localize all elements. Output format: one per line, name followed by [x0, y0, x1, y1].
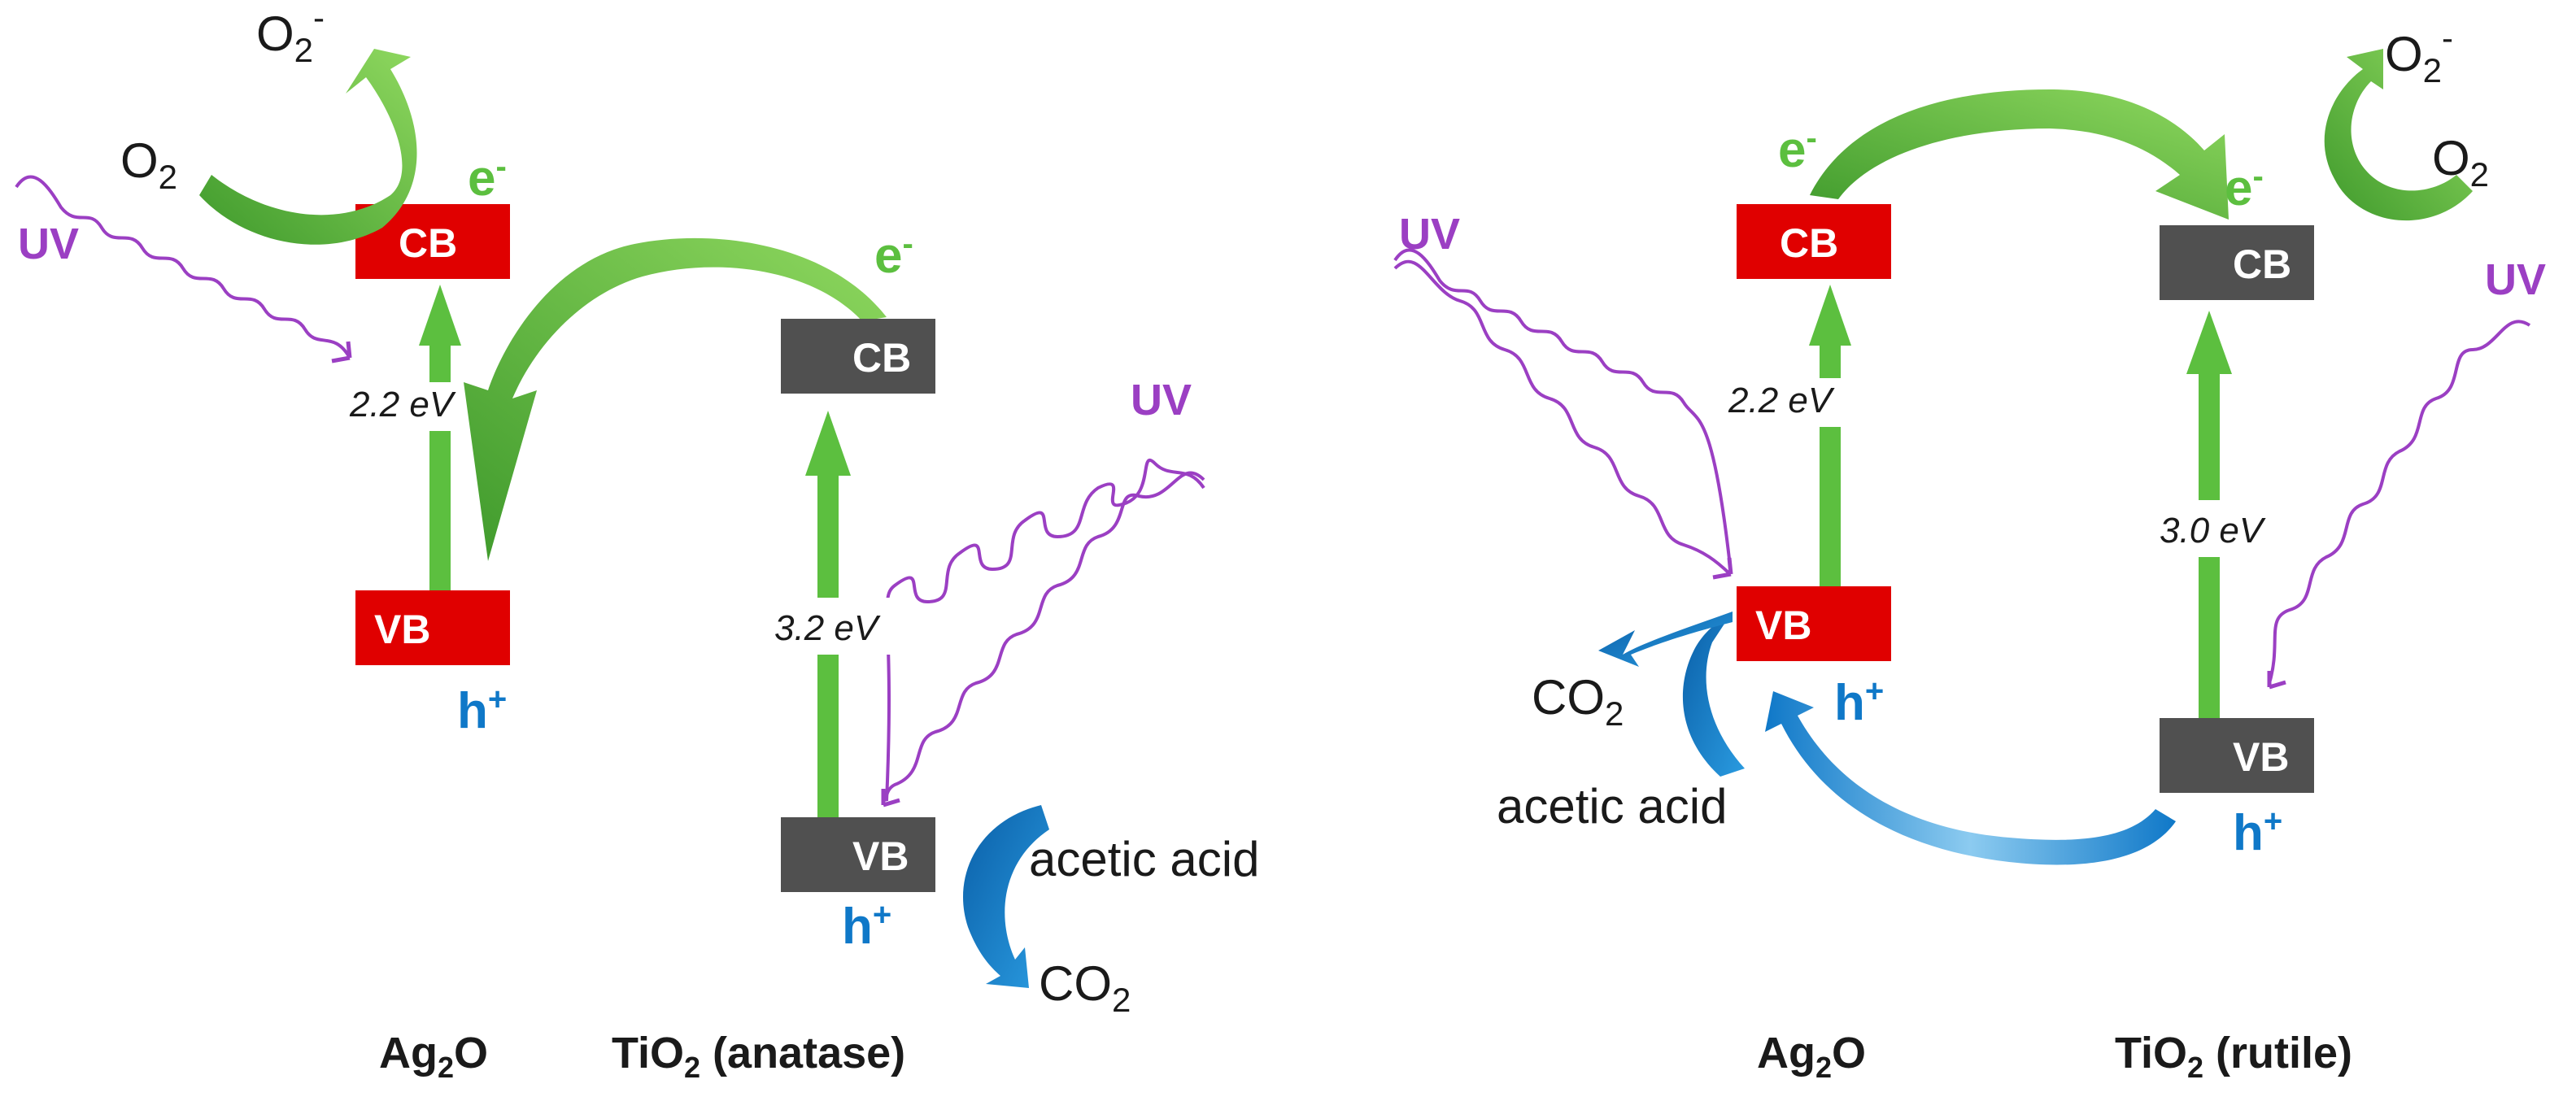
ag2o-hole-label: h+ — [457, 681, 507, 739]
ag2o-cb-label: CB — [1780, 220, 1838, 266]
o2-reduction-arrow — [2324, 49, 2473, 221]
uv-label-tio2: UV — [2485, 255, 2546, 304]
ag2o-excitation-arrow-shaft — [429, 342, 451, 590]
product-label: CO2 — [1039, 956, 1131, 1019]
ag2o-vb-band — [1737, 586, 1891, 661]
uv-wave-arrowhead — [881, 789, 900, 807]
ag2o-band-gap: 2.2 eV — [349, 385, 456, 424]
reactant-label: acetic acid — [1497, 779, 1727, 834]
tio2-cb-label: CB — [2233, 242, 2291, 287]
ag2o-cb-band — [1737, 204, 1891, 279]
uv-wave-arrowhead — [2267, 671, 2286, 690]
ag2o-vb-band — [355, 590, 510, 665]
uv-wave-ag2o-right — [1393, 248, 1733, 574]
uv-wave-ag2o-left — [15, 175, 351, 359]
hole-oxidation-arrow-body — [1682, 612, 1745, 777]
tio2-electron-label: e- — [2225, 159, 2264, 216]
hole-oxidation-arrow — [963, 805, 1049, 988]
hole-transfer-arrow — [1765, 691, 2176, 865]
ag2o-electron-label: e- — [468, 149, 507, 207]
tio2-vb-band — [781, 817, 935, 892]
ag2o-cb-label: CB — [399, 220, 457, 266]
gap-label-bg — [2147, 500, 2277, 557]
ag2o-excitation-arrowhead — [419, 285, 461, 346]
hole-oxidation-arrowhead — [1598, 612, 1733, 667]
ag2o-hole-label: h+ — [1834, 673, 1884, 731]
tio2-material-label: TiO2 (anatase) — [612, 1029, 905, 1084]
oxygen-in-label: O2 — [2432, 131, 2489, 194]
tio2-cb-band — [781, 319, 935, 394]
tio2-hole-label: h+ — [2233, 803, 2282, 861]
uv-label-ag2o: UV — [1399, 210, 1460, 259]
uv-wave-tio2-left-b — [883, 471, 1205, 802]
tio2-hole-label: h+ — [842, 897, 891, 955]
gap-label-bg — [1716, 378, 1846, 427]
tio2-material-label: TiO2 (rutile) — [2115, 1029, 2352, 1084]
ag2o-excitation-arrowhead — [1809, 285, 1851, 346]
uv-wave-arrowhead — [1712, 557, 1733, 580]
tio2-cb-band — [2160, 225, 2314, 300]
superoxide-label: O2- — [2385, 19, 2453, 89]
tio2-band-gap: 3.2 eV — [774, 608, 881, 648]
uv-wave-ag2o-right-b — [1393, 259, 1731, 575]
uv-wave-arrowhead — [331, 341, 352, 363]
tio2-vb-band — [2160, 718, 2314, 793]
ag2o-material-label: Ag2O — [1757, 1029, 1866, 1084]
product-label: CO2 — [1532, 670, 1624, 733]
ag2o-band-gap: 2.2 eV — [1728, 381, 1835, 420]
tio2-excitation-arrowhead — [805, 411, 851, 476]
left-panel: CB VB 2.2 eV e- h+ UV O2 O2- CB VB 3.2 e… — [15, 0, 1259, 1084]
tio2-vb-label: VB — [2233, 734, 2289, 780]
tio2-vb-label: VB — [852, 834, 909, 879]
uv-wave-tio2-left — [885, 459, 1205, 802]
ag2o-electron-label: e- — [1778, 120, 1817, 178]
gap-label-bg — [765, 598, 895, 655]
superoxide-label: O2- — [256, 0, 325, 69]
tio2-excitation-arrowhead — [2186, 311, 2232, 374]
o2-reduction-arrow — [199, 49, 417, 245]
tio2-band-gap: 3.0 eV — [2160, 511, 2266, 551]
uv-label-ag2o: UV — [18, 220, 79, 268]
ag2o-vb-label: VB — [374, 607, 430, 652]
ag2o-material-label: Ag2O — [379, 1029, 488, 1084]
oxygen-in-label: O2 — [120, 133, 177, 196]
reactant-label: acetic acid — [1029, 832, 1259, 886]
tio2-electron-label: e- — [874, 226, 913, 284]
right-panel: CB VB 2.2 eV e- h+ UV O2 O2- CB VB 3.0 e… — [1393, 19, 2546, 1084]
electron-transfer-arrow — [1810, 89, 2229, 220]
ag2o-vb-label: VB — [1755, 603, 1811, 648]
uv-wave-tio2-right — [2268, 320, 2531, 684]
tio2-cb-label: CB — [852, 335, 911, 381]
uv-label-tio2: UV — [1131, 376, 1192, 424]
gap-label-bg — [342, 382, 472, 431]
